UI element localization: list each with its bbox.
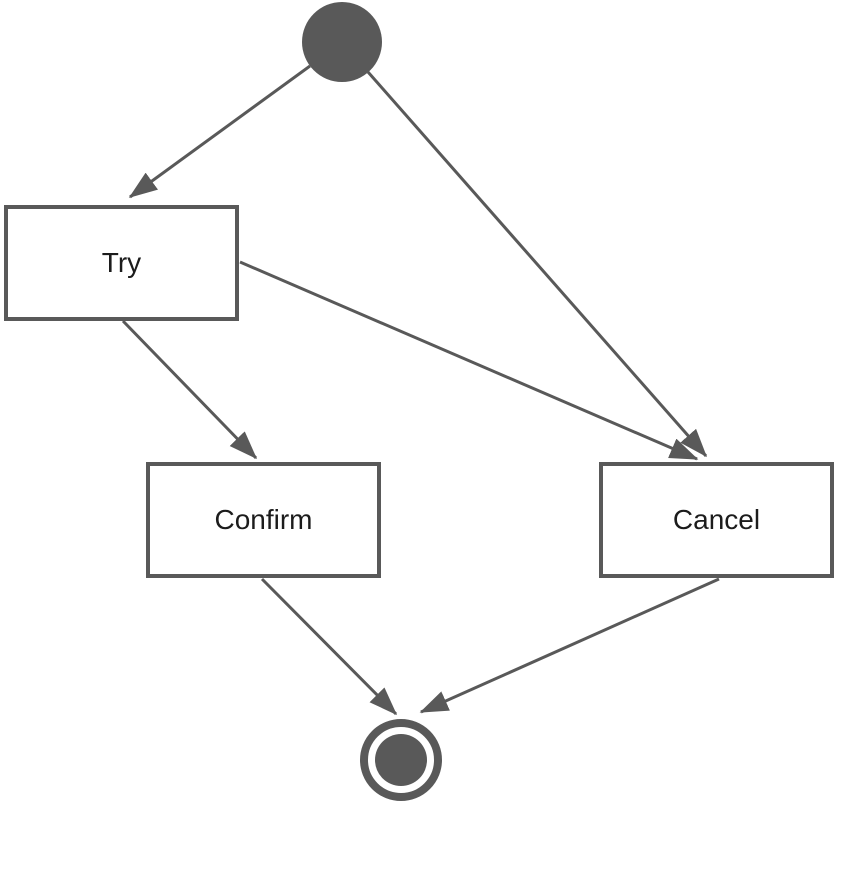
final-state-node[interactable] bbox=[360, 719, 442, 801]
state-label-cancel: Cancel bbox=[672, 504, 761, 535]
state-label-try: Try bbox=[101, 247, 142, 278]
transition-cancel-to-final bbox=[419, 577, 720, 714]
transition-confirm-to-final bbox=[260, 577, 398, 716]
state-node-confirm[interactable]: Confirm bbox=[146, 462, 381, 578]
edges-layer bbox=[121, 64, 720, 716]
transition-try-to-confirm bbox=[121, 319, 258, 460]
transition-initial-to-try bbox=[128, 64, 311, 199]
transition-initial-to-cancel bbox=[366, 71, 708, 458]
state-node-try[interactable]: Try bbox=[4, 205, 239, 321]
initial-state-node[interactable] bbox=[302, 2, 382, 82]
transition-try-to-cancel bbox=[239, 260, 699, 461]
state-node-cancel[interactable]: Cancel bbox=[599, 462, 834, 578]
final-state-inner-dot bbox=[375, 734, 427, 786]
state-label-confirm: Confirm bbox=[214, 504, 313, 535]
